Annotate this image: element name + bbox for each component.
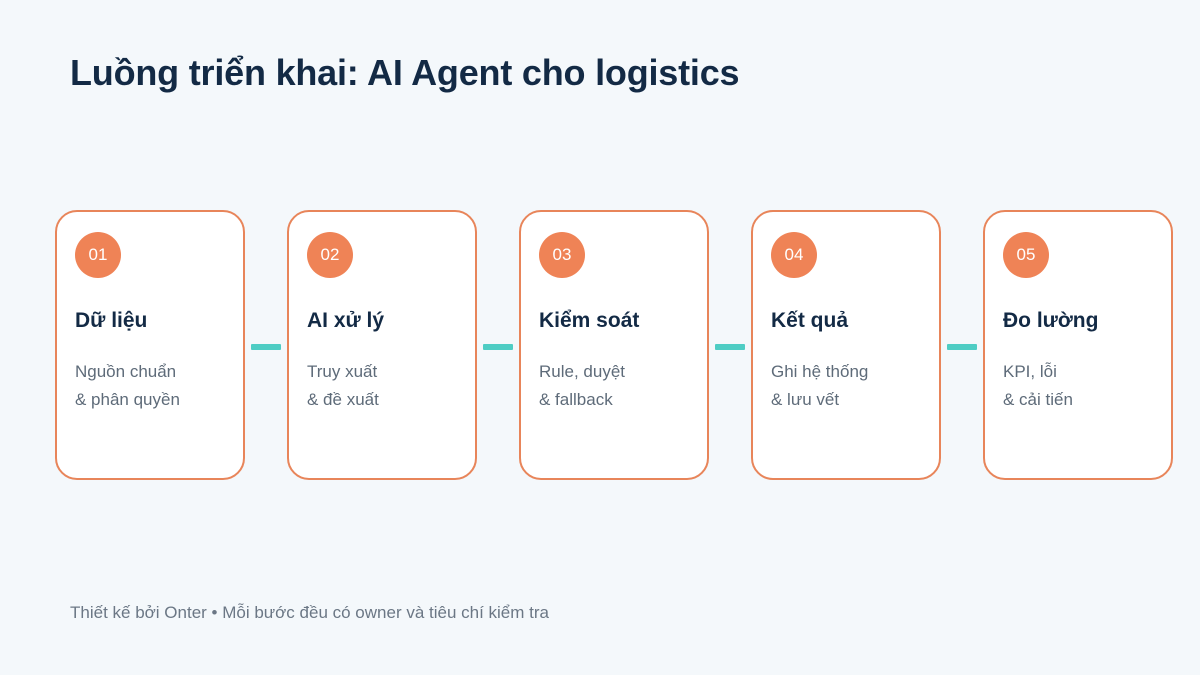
step-description: Ghi hệ thống & lưu vết [771,358,868,414]
step-description: Truy xuất & đề xuất [307,358,379,414]
step-title: Dữ liệu [75,309,148,332]
step-number-badge: 01 [75,232,121,278]
step-connector [251,344,281,350]
step-description-line: & đề xuất [307,390,379,409]
page-title: Luồng triển khai: AI Agent cho logistics [70,52,740,93]
step-card-result: 04 Kết quả Ghi hệ thống & lưu vết [751,210,941,480]
step-card-data: 01 Dữ liệu Nguồn chuẩn & phân quyền [55,210,245,480]
step-title: Kết quả [771,309,849,332]
step-card-ai-processing: 02 AI xử lý Truy xuất & đề xuất [287,210,477,480]
step-description: Nguồn chuẩn & phân quyền [75,358,180,414]
step-connector [947,344,977,350]
step-description: KPI, lỗi & cải tiến [1003,358,1073,414]
step-number-badge: 02 [307,232,353,278]
step-title: Đo lường [1003,309,1099,332]
step-description-line: Rule, duyệt [539,362,625,381]
step-card-measurement: 05 Đo lường KPI, lỗi & cải tiến [983,210,1173,480]
step-description-line: Truy xuất [307,362,378,381]
step-description-line: & lưu vết [771,390,840,409]
step-description-line: & fallback [539,390,613,409]
step-description-line: Nguồn chuẩn [75,362,177,381]
step-number-badge: 05 [1003,232,1049,278]
step-description-line: & cải tiến [1003,390,1073,409]
step-description-line: & phân quyền [75,390,180,409]
footer-note: Thiết kế bởi Onter • Mỗi bước đều có own… [70,603,549,622]
step-title: Kiểm soát [539,309,640,332]
step-card-control: 03 Kiểm soát Rule, duyệt & fallback [519,210,709,480]
process-flow: 01 Dữ liệu Nguồn chuẩn & phân quyền 02 A… [55,210,1173,480]
step-connector [715,344,745,350]
step-connector [483,344,513,350]
step-number-badge: 04 [771,232,817,278]
step-description-line: Ghi hệ thống [771,362,869,381]
step-title: AI xử lý [307,309,385,332]
step-number-badge: 03 [539,232,585,278]
step-description: Rule, duyệt & fallback [539,358,625,414]
step-description-line: KPI, lỗi [1003,362,1057,381]
